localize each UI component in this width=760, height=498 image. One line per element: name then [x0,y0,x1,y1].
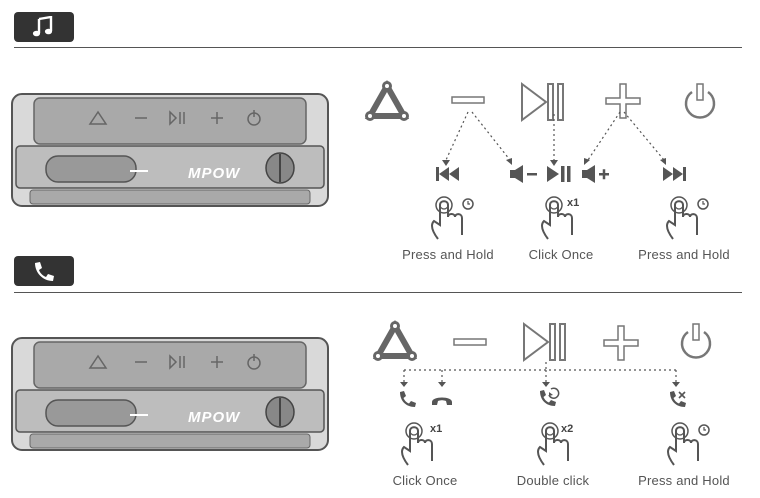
speaker-illustration: MPOW [11,337,329,451]
minus-icon [453,338,487,346]
speaker-brand: MPOW [188,409,241,426]
gesture-label: Click Once [528,247,594,262]
reject-call-icon [670,391,686,407]
plus-icon [605,83,641,119]
gesture-label: Click Once [392,473,458,488]
volume-up-icon [582,165,609,183]
gesture-label: Double click [516,473,590,488]
click-count-badge: x1 [567,197,580,209]
plus-icon [603,325,639,361]
speaker-brand: MPOW [188,165,241,182]
call-section-badge [14,256,74,286]
next-track-icon [663,167,686,181]
gesture-label: Press and Hold [402,247,494,262]
redial-icon [540,387,560,406]
minus-icon [451,96,485,104]
music-section-divider [14,47,742,48]
call-section-divider [14,292,742,293]
finger-press-icon [430,196,474,240]
call-connector-lines [400,362,680,387]
finger-tap-icon [400,422,433,466]
power-icon [680,323,712,359]
power-icon [684,83,716,119]
play-pause-icon [521,82,564,122]
finger-tap-icon [540,196,573,240]
finger-press-icon [665,196,709,240]
previous-track-icon [436,167,459,181]
answer-call-icon [400,391,416,407]
bluetooth-triangle-icon [364,80,410,121]
volume-down-icon [510,165,537,183]
gesture-label: Press and Hold [638,247,730,262]
bluetooth-triangle-icon [372,320,418,361]
music-note-icon [32,16,53,37]
finger-double-tap-icon [536,422,569,466]
speaker-illustration: MPOW [11,93,329,207]
play-pause-icon [523,322,566,362]
click-count-badge: x2 [561,423,574,435]
music-connector-lines [442,111,666,166]
gesture-label: Press and Hold [638,473,730,488]
hang-up-icon [432,397,452,405]
click-count-badge: x1 [430,423,443,435]
finger-press-icon [666,422,710,466]
play-pause-function-icon [547,166,571,182]
music-section-badge [14,12,74,42]
phone-icon [35,262,54,281]
